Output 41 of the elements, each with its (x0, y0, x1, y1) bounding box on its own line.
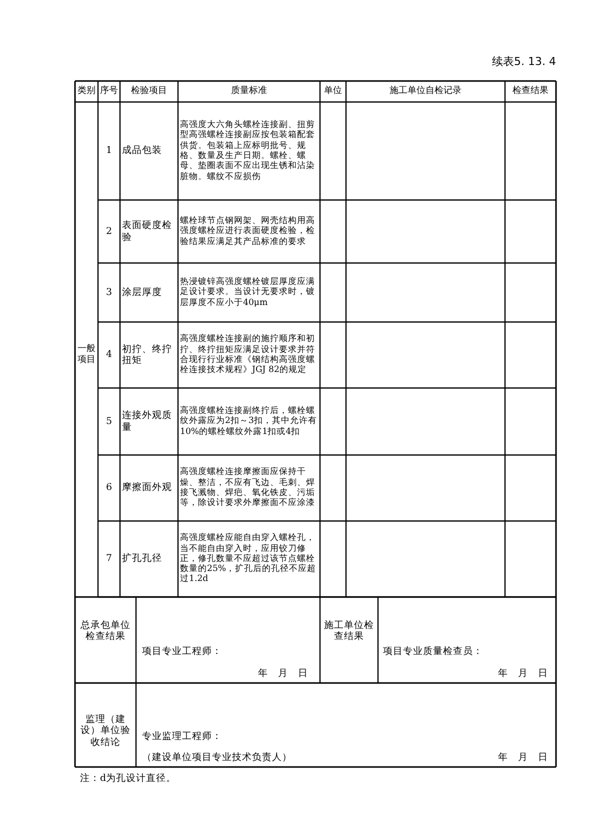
table-cell-text: 专业监理工程师： (142, 731, 223, 743)
table-cell-text: 螺栓球节点钢网架、网壳结构用高强度螺栓应进行表面硬度检验，检验结果应满足其产品标准的要求 (180, 216, 316, 247)
table-cell-text: 年 月 日 (257, 668, 308, 680)
column-header: 检查结果 (512, 86, 550, 97)
table-cell-text: 项目专业质量检查员： (383, 646, 484, 658)
table-cell-text: 高强度大六角头螺栓连接副、扭剪型高强螺栓连接副应按包装箱配套供货。包装箱上应标明批号、规格、数量及生产日期。螺栓、螺母、垫圈表面不应出现生锈和沾染脏物。螺纹不应损伤 (180, 120, 316, 182)
column-header: 单位 (323, 86, 343, 97)
table-cell-text: 监理（建设）单位验收结论 (80, 714, 132, 748)
table-number: 续表5. 13. 4 (491, 55, 556, 69)
column-header: 施工单位自检记录 (388, 86, 462, 97)
column-header: 序号 (99, 86, 119, 97)
table-cell-text: 6 (104, 482, 114, 494)
table-cell-text: （建设单位项目专业技术负责人） (142, 752, 293, 764)
table-cell-text: 高强度螺栓连接副的施拧顺序和初拧、终拧扭矩应满足设计要求并符合现行行业标准《钢结构高强度螺栓连接技术规程》JGJ 82的规定 (180, 334, 316, 376)
table-cell-text: 摩擦面外观 (122, 482, 173, 494)
table-cell-text: 扩孔孔径 (122, 553, 163, 565)
table-cell-text: 项目专业工程师： (142, 646, 223, 658)
table-cell-text: 1 (104, 145, 114, 157)
column-header: 检验项目 (130, 86, 168, 97)
table-cell-text: 表面硬度检验 (122, 220, 173, 243)
table-cell-text: 施工单位检查结果 (323, 620, 375, 643)
table-cell-text: 涂层厚度 (122, 286, 163, 298)
column-header: 类别 (76, 86, 96, 97)
table-cell-text: 年 月 日 (497, 668, 548, 680)
column-header: 质量标准 (230, 86, 268, 97)
table-cell-text: 5 (104, 416, 114, 428)
table-cell-text: 成品包装 (122, 145, 163, 157)
table-cell-text: 高强度螺栓连接副终拧后，螺栓螺纹外露应为2扣～3扣，其中允许有10%的螺栓螺纹外露1扣或4扣 (180, 406, 318, 437)
table-cell-text: 高强度螺栓连接摩擦面应保持干燥、整洁，不应有飞边、毛刺、焊接飞溅物、焊疤、氧化铁皮、污垢等，除设计要求外摩擦面不应涂漆 (180, 467, 316, 509)
table-cell-text: 初拧、终拧扭矩 (122, 344, 173, 366)
footnote: 注：d为孔设计直径。 (80, 773, 178, 785)
table-cell-text: 高强度螺栓应能自由穿入螺栓孔，当不能自由穿入时，应用铰刀修正，修孔数量不应超过该节点螺栓数量的25%，扩孔后的孔径不应超过1.2d (180, 533, 318, 585)
table-cell-text: 连接外观质量 (122, 410, 173, 433)
table-cell-text: 7 (104, 553, 114, 565)
table-cell-text: 3 (104, 286, 114, 298)
table-cell-text: 2 (104, 226, 114, 238)
table-cell-text: 一般项目 (76, 344, 96, 366)
table-cell-text: 热浸镀锌高强度螺栓镀层厚度应满足设计要求。当设计无要求时，镀层厚度不应小于40μm (180, 277, 316, 308)
table-cell-text: 年 月 日 (497, 752, 548, 764)
table-cell-text: 总承包单位检查结果 (80, 620, 132, 643)
table-cell-text: 4 (104, 349, 114, 361)
